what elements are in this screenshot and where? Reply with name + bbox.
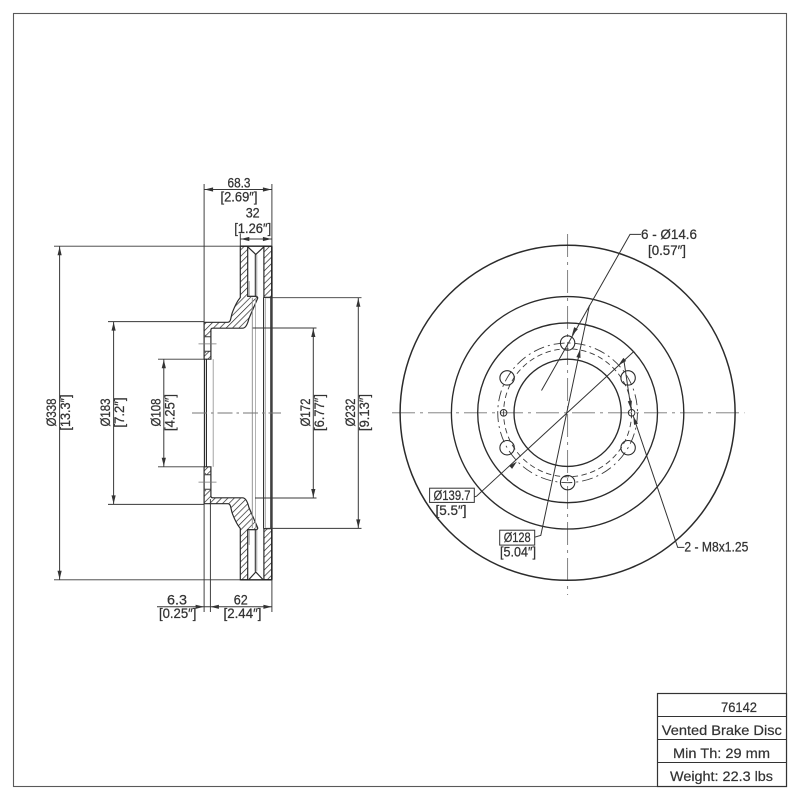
svg-text:76142: 76142 <box>721 700 757 716</box>
svg-text:32: 32 <box>246 206 260 221</box>
svg-text:[9.13″]: [9.13″] <box>357 394 372 431</box>
svg-text:6.3: 6.3 <box>167 592 187 607</box>
svg-text:[13.3″]: [13.3″] <box>58 395 73 431</box>
svg-text:[5.04″]: [5.04″] <box>500 544 536 559</box>
svg-text:[0.25″]: [0.25″] <box>159 606 197 621</box>
svg-text:[2.69″]: [2.69″] <box>221 190 258 205</box>
svg-text:[4.25″]: [4.25″] <box>162 394 177 431</box>
svg-text:Ø183: Ø183 <box>98 399 113 427</box>
svg-text:Ø139.7: Ø139.7 <box>434 488 471 503</box>
svg-text:Ø232: Ø232 <box>343 399 358 427</box>
svg-text:[7.2″]: [7.2″] <box>112 398 127 428</box>
svg-text:Weight: 22.3 lbs: Weight: 22.3 lbs <box>670 769 773 785</box>
svg-text:Ø338: Ø338 <box>44 399 59 427</box>
svg-text:Ø172: Ø172 <box>298 399 313 427</box>
svg-text:6 - Ø14.6: 6 - Ø14.6 <box>641 227 697 242</box>
svg-text:Ø128: Ø128 <box>504 530 531 545</box>
svg-text:[5.5″]: [5.5″] <box>436 503 467 518</box>
svg-text:[0.57″]: [0.57″] <box>648 243 686 258</box>
svg-text:2 - M8x1.25: 2 - M8x1.25 <box>684 540 748 555</box>
svg-text:Min Th: 29 mm: Min Th: 29 mm <box>673 746 770 762</box>
svg-text:62: 62 <box>234 592 248 607</box>
svg-text:[6.77″]: [6.77″] <box>312 394 327 431</box>
svg-text:[1.26″]: [1.26″] <box>234 221 271 236</box>
svg-text:Ø108: Ø108 <box>148 399 163 427</box>
svg-text:Vented Brake Disc: Vented Brake Disc <box>662 723 782 739</box>
svg-text:[2.44″]: [2.44″] <box>224 606 262 621</box>
svg-text:68.3: 68.3 <box>228 176 251 191</box>
